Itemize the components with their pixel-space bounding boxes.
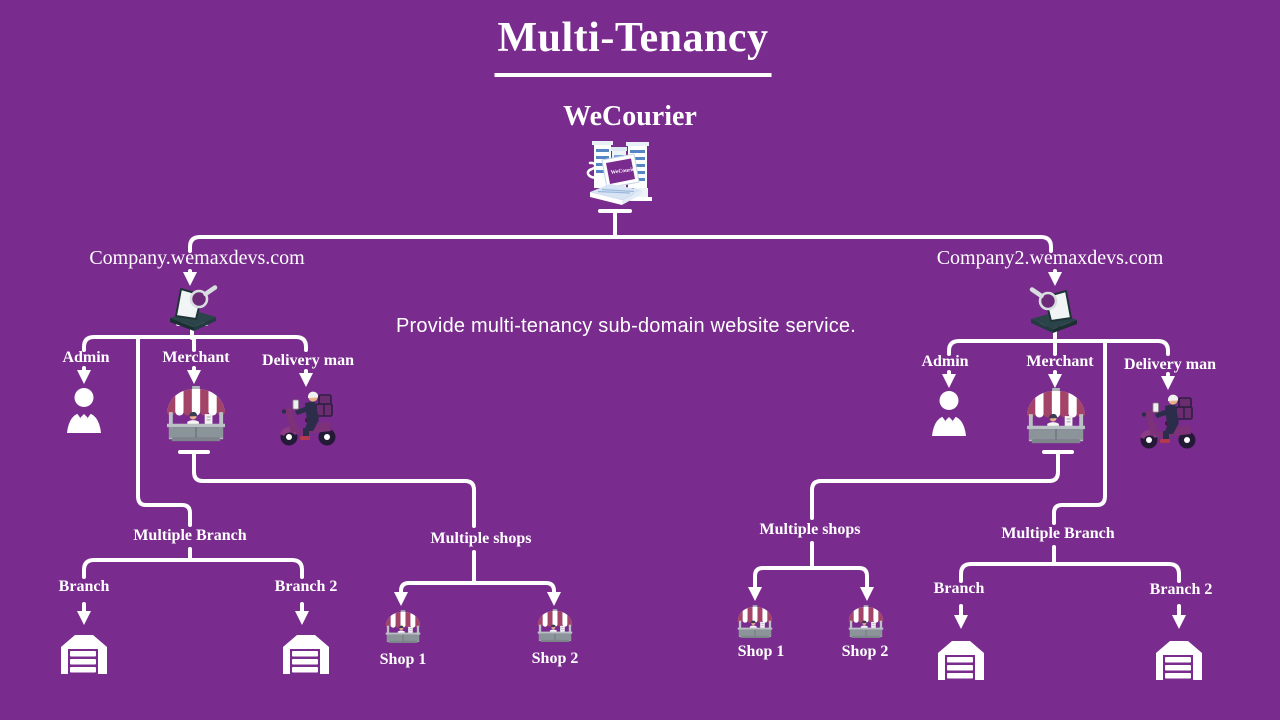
tenant2-multiple-shops-label: Multiple shops — [759, 521, 861, 538]
tenant2-multiple-branch-label: Multiple Branch — [1001, 525, 1115, 542]
tenant2-shop1-label: Shop 1 — [737, 643, 785, 660]
tenant2-branch1-label: Branch — [933, 580, 985, 597]
tenant2-branch2-label: Branch 2 — [1149, 581, 1213, 598]
tenant1-domain-label: Company.wemaxdevs.com — [89, 247, 305, 269]
tenant2-merchant-label: Merchant — [1026, 353, 1094, 370]
tenant1-delivery-scooter-icon — [276, 389, 340, 447]
platform-name: WeCourier — [563, 101, 697, 132]
subtitle-text: Provide multi-tenancy sub-domain website… — [396, 315, 856, 337]
tenant1-delivery-man-label: Delivery man — [262, 352, 354, 369]
tenant1-multiple-shops-label: Multiple shops — [430, 530, 532, 547]
tenant1-shop1-label: Shop 1 — [379, 651, 427, 668]
tenant2-branch1-garage-icon — [936, 638, 986, 680]
tenant2-merchant-stall-icon — [1023, 388, 1089, 448]
tenant2-admin-label: Admin — [921, 353, 969, 370]
tenant2-admin-icon — [929, 390, 969, 436]
tenant1-multiple-branch-label: Multiple Branch — [133, 527, 247, 544]
tenant2-shop1-icon — [736, 605, 774, 641]
tenant1-shop1-icon — [384, 610, 422, 646]
tenant1-admin-icon — [64, 387, 104, 433]
tenant2-branch2-garage-icon — [1154, 638, 1204, 680]
tenant1-branch2-garage-icon — [281, 632, 331, 674]
tenant2-shop2-icon — [847, 605, 885, 641]
tenant2-laptop-search-icon — [1027, 286, 1083, 334]
tenant2-delivery-scooter-icon — [1136, 392, 1200, 450]
tenant2-domain-label: Company2.wemaxdevs.com — [936, 247, 1164, 269]
wecourier-buildings-icon — [578, 136, 662, 210]
page-title: Multi-Tenancy — [494, 14, 772, 77]
tenant1-admin-label: Admin — [62, 349, 110, 366]
tenant1-merchant-stall-icon — [163, 386, 229, 446]
tenant2-delivery-man-label: Delivery man — [1124, 356, 1216, 373]
tenant1-merchant-label: Merchant — [162, 349, 230, 366]
tenant1-branch1-label: Branch — [58, 578, 110, 595]
tenant1-branch2-label: Branch 2 — [274, 578, 338, 595]
tenant1-shop2-label: Shop 2 — [531, 650, 579, 667]
tenant2-shop2-label: Shop 2 — [841, 643, 889, 660]
tenant1-branch1-garage-icon — [59, 632, 109, 674]
tenant1-laptop-search-icon — [164, 284, 220, 332]
tenant1-shop2-icon — [536, 609, 574, 645]
